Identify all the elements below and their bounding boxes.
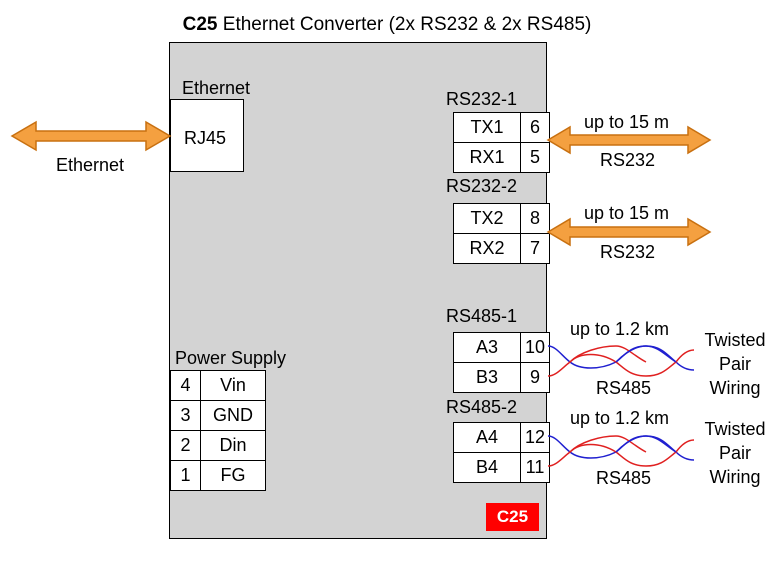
rs232-1-pin-tx: 6 [520,112,550,143]
rs485-1-wiring-word-2: Pair [718,354,751,374]
power-pin-signal: FG [200,460,266,491]
rs485-2-label: RS485-2 [446,397,518,417]
diagram-title: C25 Ethernet Converter (2x RS232 & 2x RS… [0,14,774,36]
rs232-1-signal-tx: TX1 [453,112,521,143]
rs485-1-pin-a: 10 [520,332,550,363]
rs485-2-wiring-word-3: Wiring [709,467,761,487]
rs232-2-pin-tx: 8 [520,203,550,234]
ethernet-cable-label: Ethernet [56,155,125,175]
rs485-2-cable-label: RS485 [596,468,652,488]
rs232-1-signal-rx: RX1 [453,142,521,173]
power-pin-signal: Din [200,430,266,461]
rs232-2-label: RS232-2 [446,176,518,196]
rs485-1-wiring-word-1: Twisted [704,330,766,350]
rs485-2-pin-a: 12 [520,422,550,453]
rs485-1-wiring-word-3: Wiring [709,378,761,398]
rs232-2-distance: up to 15 m [584,203,670,223]
power-supply-label: Power Supply [175,348,287,368]
rs232-2-signal-rx: RX2 [453,233,521,264]
rs485-1-twisted-pair [547,345,695,377]
rs485-2-twisted-pair [547,435,695,467]
rs232-1-label: RS232-1 [446,89,518,109]
ethernet-port-label: Ethernet [182,78,251,98]
rs485-2-wiring-word-2: Pair [718,443,751,463]
rs485-2-signal-a: A4 [453,422,521,453]
rs232-1-cable-label: RS232 [600,150,656,170]
rs232-1-distance: up to 15 m [584,112,670,132]
ethernet-arrow [10,120,172,152]
rs485-1-signal-a: A3 [453,332,521,363]
rs485-2-wiring-note: Twisted Pair Wiring [696,417,774,489]
rs232-2-signal-tx: TX2 [453,203,521,234]
rs485-1-cable-label: RS485 [596,378,652,398]
rs232-2-cable-label: RS232 [600,242,656,262]
model-badge: C25 [486,503,539,531]
rs232-2-arrow [546,217,712,247]
rs485-1-pin-b: 9 [520,362,550,393]
rs485-2-signal-b: B4 [453,452,521,483]
rs485-1-distance: up to 1.2 km [570,319,670,339]
rs232-1-arrow [546,125,712,155]
rs485-2-wiring-word-1: Twisted [704,419,766,439]
rs485-1-signal-b: B3 [453,362,521,393]
rs485-1-label: RS485-1 [446,306,518,326]
rs232-2-pin-rx: 7 [520,233,550,264]
rj45-label: RJ45 [184,128,227,148]
title-model: C25 [182,14,218,35]
rs485-2-distance: up to 1.2 km [570,408,670,428]
title-text: Ethernet Converter (2x RS232 & 2x RS485) [217,14,592,35]
rs232-1-pin-rx: 5 [520,142,550,173]
rs485-1-wiring-note: Twisted Pair Wiring [696,328,774,400]
rs485-2-pin-b: 11 [520,452,550,483]
